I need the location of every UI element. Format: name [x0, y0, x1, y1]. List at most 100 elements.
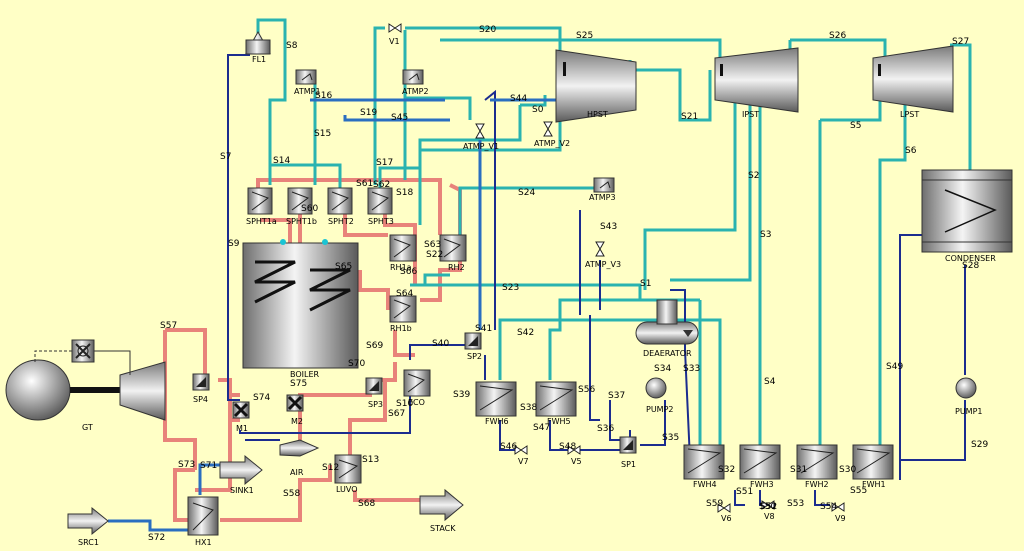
- pump1-label: PUMP1: [955, 407, 983, 416]
- sp3[interactable]: SP3: [365, 377, 383, 409]
- v6-label: V6: [721, 514, 732, 523]
- sp4[interactable]: SP4: [192, 373, 210, 404]
- condenser[interactable]: CONDENSER: [921, 169, 1013, 263]
- stream-s65: S65: [335, 262, 352, 272]
- cold-stream-lines: [108, 60, 602, 532]
- sp1[interactable]: SP1: [619, 436, 637, 469]
- air-fan[interactable]: AIR: [279, 439, 320, 477]
- valve-v1[interactable]: V1: [388, 23, 402, 46]
- stream-s53: S53: [787, 499, 804, 509]
- atmp2[interactable]: ATMP2: [402, 69, 429, 96]
- ipst[interactable]: IPST: [714, 47, 799, 119]
- valve-v5[interactable]: V5: [567, 445, 582, 466]
- fwh5[interactable]: FWH5: [535, 381, 577, 426]
- stream-s20: S20: [479, 25, 496, 35]
- lpst[interactable]: LPST: [872, 45, 954, 119]
- rh2[interactable]: RH2: [439, 234, 467, 272]
- fwh2[interactable]: FWH2: [796, 444, 838, 489]
- stream-s58: S58: [283, 489, 300, 499]
- rh1b-label: RH1b: [390, 324, 412, 333]
- valve-atmp-v3[interactable]: ATMP_V3: [585, 241, 621, 269]
- water-lines: [227, 54, 966, 506]
- pump1[interactable]: PUMP1: [955, 377, 983, 416]
- stack[interactable]: STACK: [419, 488, 464, 533]
- stream-s48: S48: [559, 442, 576, 452]
- v5-label: V5: [571, 457, 582, 466]
- pump2[interactable]: PUMP2: [645, 377, 674, 414]
- m1-label: M1: [236, 424, 248, 433]
- stream-s35: S35: [662, 433, 679, 443]
- hx1[interactable]: HX1: [187, 496, 219, 547]
- m2-label: M2: [291, 417, 303, 426]
- spht1b[interactable]: SPHT1b: [286, 187, 317, 226]
- fwh6[interactable]: FWH6: [475, 381, 517, 426]
- stream-s23: S23: [502, 283, 519, 293]
- fl1[interactable]: FL1: [245, 30, 271, 64]
- boiler[interactable]: BOILER: [242, 239, 359, 379]
- stream-s54: S54: [820, 502, 837, 512]
- valve-atmp-v2[interactable]: ATMP_V2: [534, 121, 570, 148]
- fwh1[interactable]: FWH1: [852, 444, 894, 489]
- stream-s44: S44: [510, 94, 527, 104]
- stream-s36: S36: [597, 424, 614, 434]
- rh1a-label: RH1a: [390, 263, 412, 272]
- fwh3-label: FWH3: [750, 480, 774, 489]
- deaerator[interactable]: DEAERATOR: [635, 299, 699, 358]
- stream-s31: S31: [790, 465, 807, 475]
- stream-s13: S13: [362, 455, 379, 465]
- sink1[interactable]: SINK1: [219, 454, 263, 495]
- rh1b[interactable]: RH1b: [389, 295, 417, 333]
- stream-s34: S34: [654, 364, 671, 374]
- stream-s68: S68: [358, 499, 375, 509]
- eco[interactable]: ECO: [403, 369, 431, 407]
- src1[interactable]: SRC1: [67, 506, 109, 547]
- air-label: AIR: [290, 468, 304, 477]
- luvo[interactable]: LUVO: [334, 454, 362, 494]
- atmp1[interactable]: ATMP1: [294, 69, 321, 96]
- sp3-label: SP3: [368, 400, 383, 409]
- stream-s72: S72: [148, 533, 165, 543]
- stream-s41: S41: [475, 324, 492, 334]
- stream-s69: S69: [366, 341, 383, 351]
- sp1-label: SP1: [621, 460, 636, 469]
- stream-s6: S6: [905, 146, 917, 156]
- spht3[interactable]: SPHT3: [367, 187, 394, 226]
- m1[interactable]: M1: [232, 401, 250, 433]
- stream-s57: S57: [160, 321, 177, 331]
- fwh3[interactable]: FWH3: [739, 444, 781, 489]
- hpst[interactable]: HPST: [555, 49, 637, 123]
- fwh4[interactable]: FWH4: [683, 444, 725, 489]
- spht2[interactable]: SPHT2: [327, 187, 354, 226]
- rh1a[interactable]: RH1a: [389, 234, 417, 272]
- valve-v7[interactable]: V7: [514, 445, 529, 466]
- fwh4-label: FWH4: [693, 480, 717, 489]
- fl1-label: FL1: [252, 55, 266, 64]
- sp2-label: SP2: [467, 352, 482, 361]
- gas-turbine[interactable]: GT: [5, 339, 166, 432]
- rh2-label: RH2: [448, 263, 465, 272]
- stream-s37: S37: [608, 391, 625, 401]
- stream-s47: S47: [533, 423, 550, 433]
- stream-s30: S30: [839, 465, 856, 475]
- stream-s29: S29: [971, 440, 988, 450]
- atmp-v1-label: ATMP_V1: [463, 142, 499, 151]
- atmp3[interactable]: ATMP3: [589, 177, 616, 202]
- stream-s33: S33: [683, 364, 700, 374]
- spht1a[interactable]: SPHT1a: [246, 187, 277, 226]
- valve-v6[interactable]: V6: [717, 503, 732, 523]
- valve-atmp-v1[interactable]: ATMP_V1: [463, 123, 499, 151]
- m2[interactable]: M2: [286, 394, 304, 426]
- deaerator-label: DEAERATOR: [643, 349, 692, 358]
- stream-s8: S8: [286, 41, 298, 51]
- steam-lines: [256, 18, 972, 455]
- valve-v8[interactable]: V8: [761, 500, 775, 521]
- stream-s56: S56: [578, 385, 595, 395]
- sp2[interactable]: SP2: [464, 332, 482, 361]
- stream-s42: S42: [517, 328, 534, 338]
- lpst-label: LPST: [900, 110, 919, 119]
- stream-s24: S24: [518, 188, 535, 198]
- valve-v9[interactable]: V9: [831, 502, 846, 523]
- stream-s63: S63: [424, 240, 441, 250]
- stream-s60: S60: [301, 204, 318, 214]
